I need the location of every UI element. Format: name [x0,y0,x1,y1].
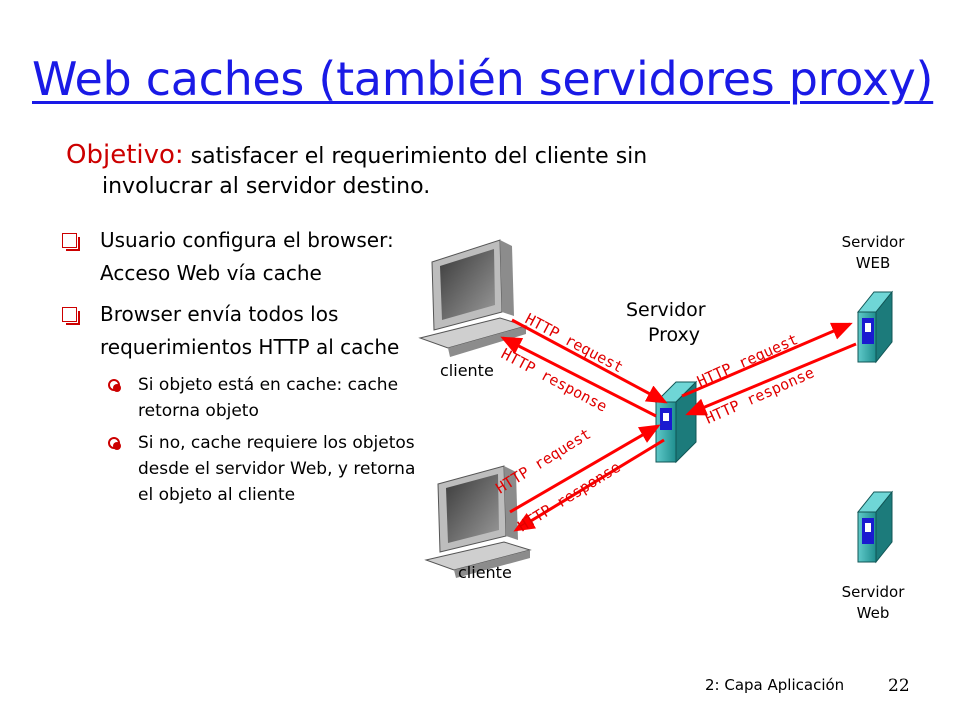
bullet-box-icon [62,233,80,251]
sub-bullet-item: Si no, cache requiere los objetos desde … [58,430,428,508]
client-computer-top-icon [418,239,528,357]
web-server-top-icon [856,290,894,364]
web-server-bottom-label-line2: Web [856,604,890,622]
arrow-client-to-proxy [511,318,668,404]
client-bottom-label: cliente [458,563,512,582]
objective-keyword: Objetivo: [66,140,184,170]
bullet-text: Usuario configura el browser: Acceso Web… [100,228,394,285]
bullet-circle-icon [108,437,121,450]
arrow-client2-to-proxy [509,424,661,514]
bullet-box-icon [62,307,80,325]
arrow-proxy-to-server [681,322,853,398]
web-server-bottom-label-line1: Servidor [841,583,905,601]
objective-text-1: satisfacer el requerimiento del cliente … [190,144,648,169]
page-number: 22 [888,676,910,696]
page-title: Web caches (también servidores proxy) [32,52,934,106]
arrow-server-to-proxy [685,342,857,416]
proxy-label: Servidor Proxy [626,298,706,348]
bullet-text: Browser envía todos los requerimientos H… [100,302,400,359]
sub-bullet-item: Si objeto está en cache: cache retorna o… [58,372,428,424]
objective: Objetivo: satisfacer el requerimiento de… [66,140,647,202]
proxy-label-line1: Servidor [626,299,706,321]
bullet-item: Browser envía todos los requerimientos H… [58,298,428,364]
sub-bullet-text: Si objeto está en cache: cache retorna o… [138,375,399,421]
arrow-proxy-to-client2 [513,438,665,532]
footer-chapter: 2: Capa Aplicación [705,676,845,694]
bullet-item: Usuario configura el browser: Acceso Web… [58,224,428,290]
web-server-top-label: Servidor WEB [828,232,918,274]
objective-text-2: involucrar al servidor destino. [102,174,431,199]
bullet-circle-icon [108,379,121,392]
bullet-list: Usuario configura el browser: Acceso Web… [58,224,428,514]
client-computer-bottom-icon [424,465,532,578]
web-server-top-label-line2: WEB [855,254,891,272]
sub-bullet-text: Si no, cache requiere los objetos desde … [138,433,416,505]
web-server-bottom-icon [856,490,894,564]
web-server-top-label-line1: Servidor [841,233,905,251]
proxy-label-line2: Proxy [648,324,701,346]
web-server-bottom-label: Servidor Web [828,582,918,624]
client-top-label: cliente [440,361,494,380]
arrow-proxy-to-client [500,336,657,418]
